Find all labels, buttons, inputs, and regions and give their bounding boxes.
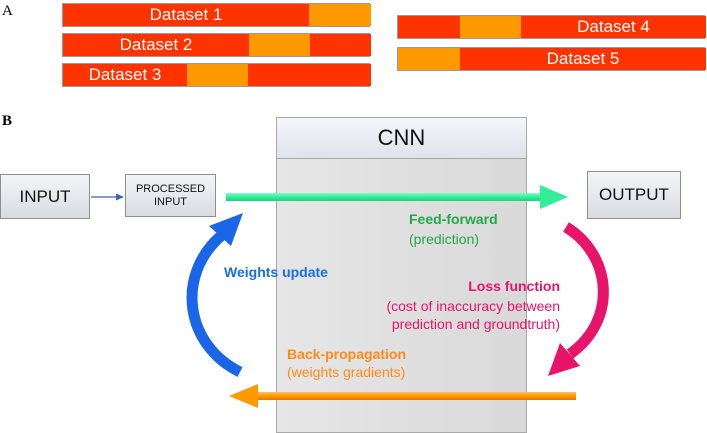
dataset-5-bar: Dataset 5: [397, 47, 706, 71]
loss-function-line1: (cost of inaccuracy between: [386, 298, 560, 314]
processed-input-box: PROCESSED INPUT: [125, 174, 216, 217]
dataset-3-label: Dataset 3: [88, 65, 162, 84]
weights-update-arrow-head: [209, 213, 243, 246]
input-arrow-head: [116, 193, 124, 201]
output-box: OUTPUT: [587, 171, 681, 219]
dataset-1-bar: Dataset 1: [62, 3, 371, 27]
dataset-2-label: Dataset 2: [119, 35, 193, 54]
cnn-title: CNN: [276, 117, 527, 159]
input-box: INPUT: [0, 174, 90, 219]
loss-function-title: Loss function: [468, 278, 560, 294]
dataset-1-label: Dataset 1: [149, 5, 223, 24]
feed-forward-title: Feed-forward: [409, 211, 498, 227]
loss-function-line2: prediction and groundtruth): [391, 316, 560, 332]
loss-function-arrow-head: [548, 343, 580, 376]
dataset-2-bar: Dataset 2: [62, 33, 371, 57]
back-propagation-arrow-shaft: [256, 392, 576, 400]
feed-forward-subtitle: (prediction): [409, 231, 480, 247]
panel-a-letter: A: [2, 3, 13, 19]
weights-update-label: Weights update: [224, 264, 328, 280]
dataset-5-label: Dataset 5: [546, 49, 620, 68]
back-propagation-arrow-head: [229, 384, 258, 408]
panel-b-letter: B: [2, 113, 13, 129]
loss-function-arrow: [562, 222, 609, 359]
feed-forward-arrow-head: [540, 185, 568, 209]
dataset-3-bar: Dataset 3: [62, 63, 371, 87]
dataset-4-label: Dataset 4: [577, 17, 650, 36]
back-propagation-title: Back-propagation: [287, 346, 407, 362]
weights-update-arrow: [186, 230, 243, 377]
back-propagation-subtitle: (weights gradients): [287, 364, 406, 380]
dataset-4-bar: Dataset 4: [397, 15, 706, 39]
feed-forward-arrow-shaft: [226, 193, 542, 201]
cnn-block: [276, 117, 527, 433]
